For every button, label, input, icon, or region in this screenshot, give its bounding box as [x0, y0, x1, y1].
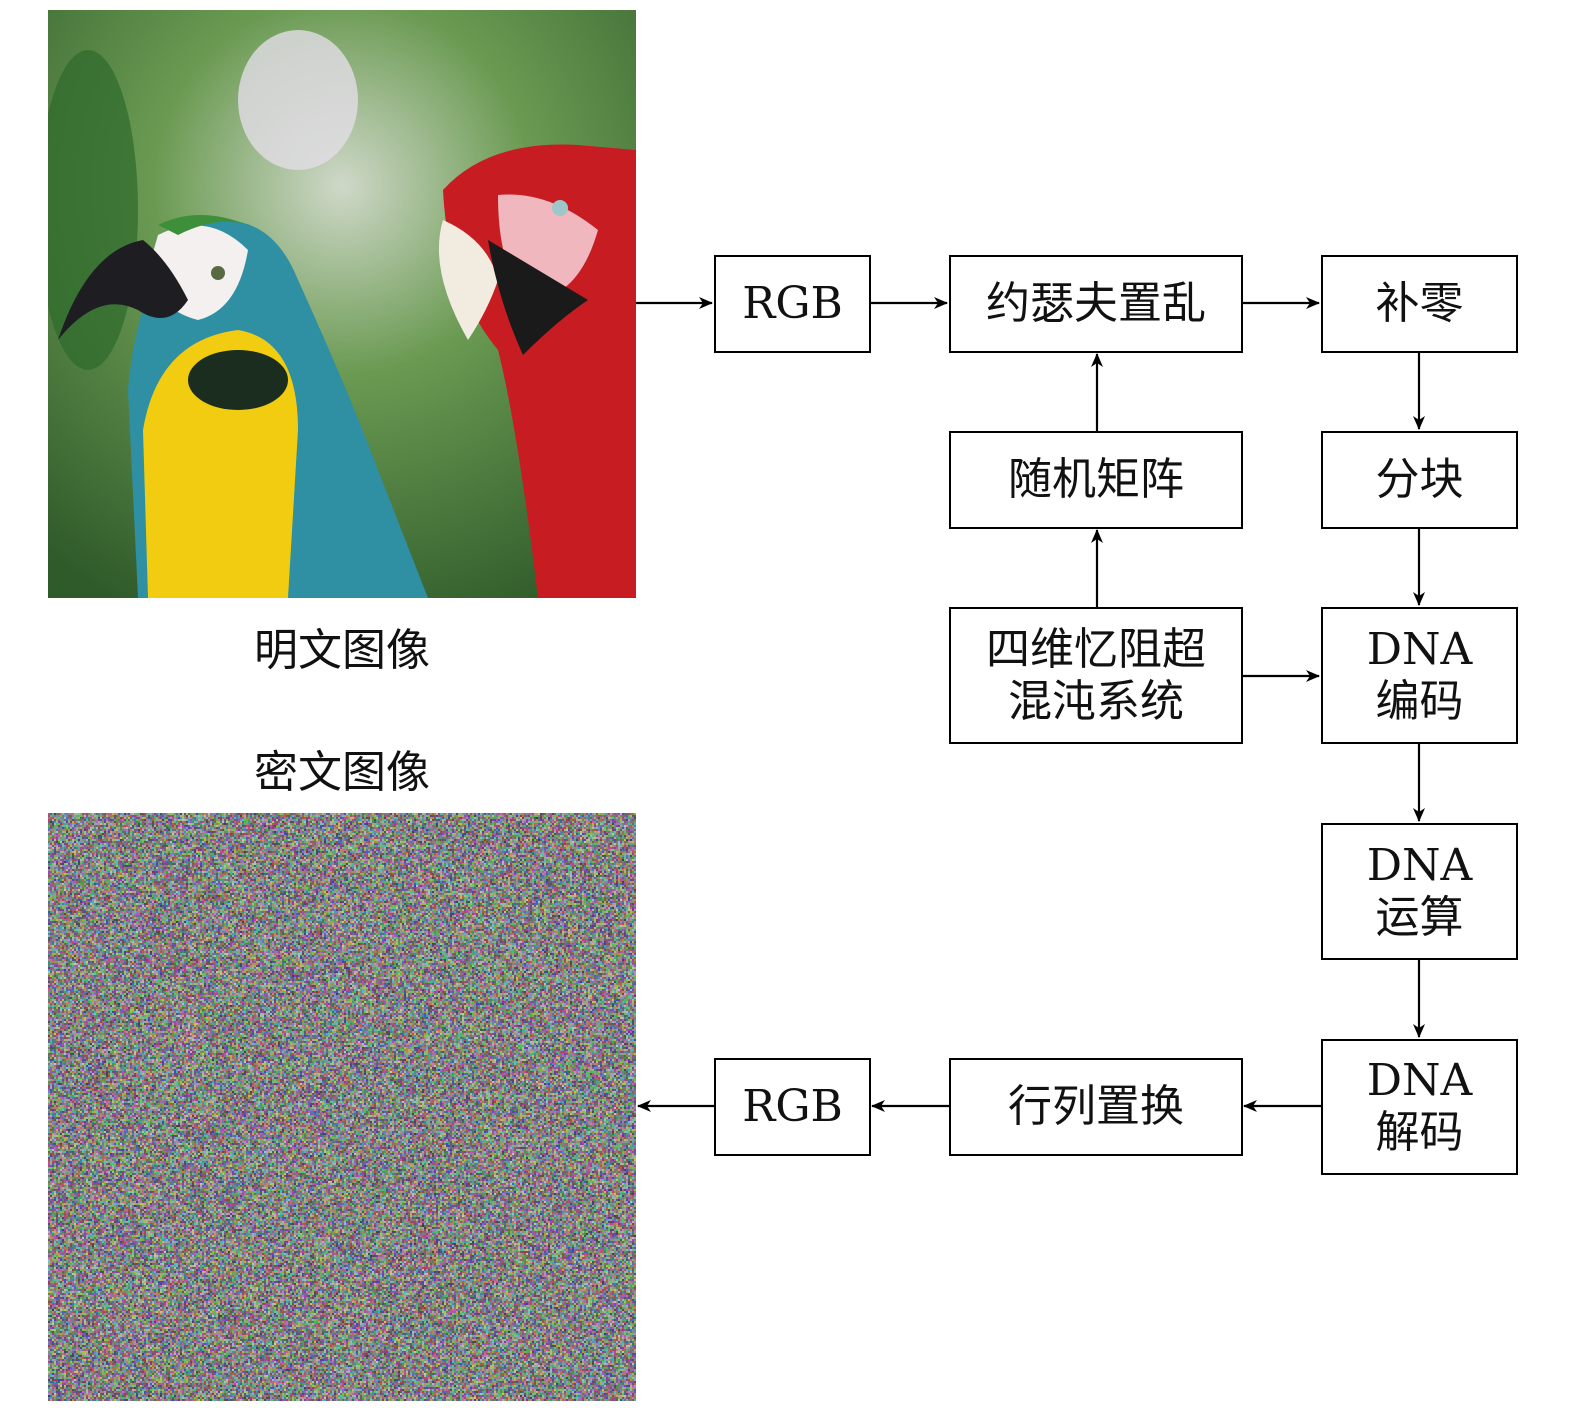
dna-decode-label-1: DNA	[1367, 1055, 1473, 1107]
dna-encode-label-2: 编码	[1376, 676, 1464, 728]
dna-decode-node: DNA解码	[1321, 1039, 1518, 1175]
rgb-out-node: RGB	[714, 1058, 871, 1156]
rgb-in-label: RGB	[742, 278, 843, 330]
chaos-label-2: 混沌系统	[1008, 676, 1184, 728]
row-col-perm-node: 行列置换	[949, 1058, 1243, 1156]
row-col-perm-label: 行列置换	[1008, 1081, 1184, 1133]
rgb-out-label: RGB	[742, 1081, 843, 1133]
chaos-system-node: 四维忆阻超混沌系统	[949, 607, 1243, 744]
rgb-in-node: RGB	[714, 255, 871, 353]
josephus-node: 约瑟夫置乱	[949, 255, 1243, 353]
blocking-node: 分块	[1321, 431, 1518, 529]
dna-op-label-1: DNA	[1367, 840, 1473, 892]
random-matrix-label: 随机矩阵	[1008, 454, 1184, 506]
blocking-label: 分块	[1376, 454, 1464, 506]
dna-op-node: DNA运算	[1321, 823, 1518, 960]
dna-op-label-2: 运算	[1376, 892, 1464, 944]
zero-pad-label: 补零	[1376, 278, 1464, 330]
chaos-label-1: 四维忆阻超	[986, 624, 1206, 676]
dna-encode-label-1: DNA	[1367, 624, 1473, 676]
dna-encode-node: DNA编码	[1321, 607, 1518, 744]
random-matrix-node: 随机矩阵	[949, 431, 1243, 529]
zero-pad-node: 补零	[1321, 255, 1518, 353]
dna-decode-label-2: 解码	[1376, 1107, 1464, 1159]
josephus-label: 约瑟夫置乱	[986, 278, 1206, 330]
